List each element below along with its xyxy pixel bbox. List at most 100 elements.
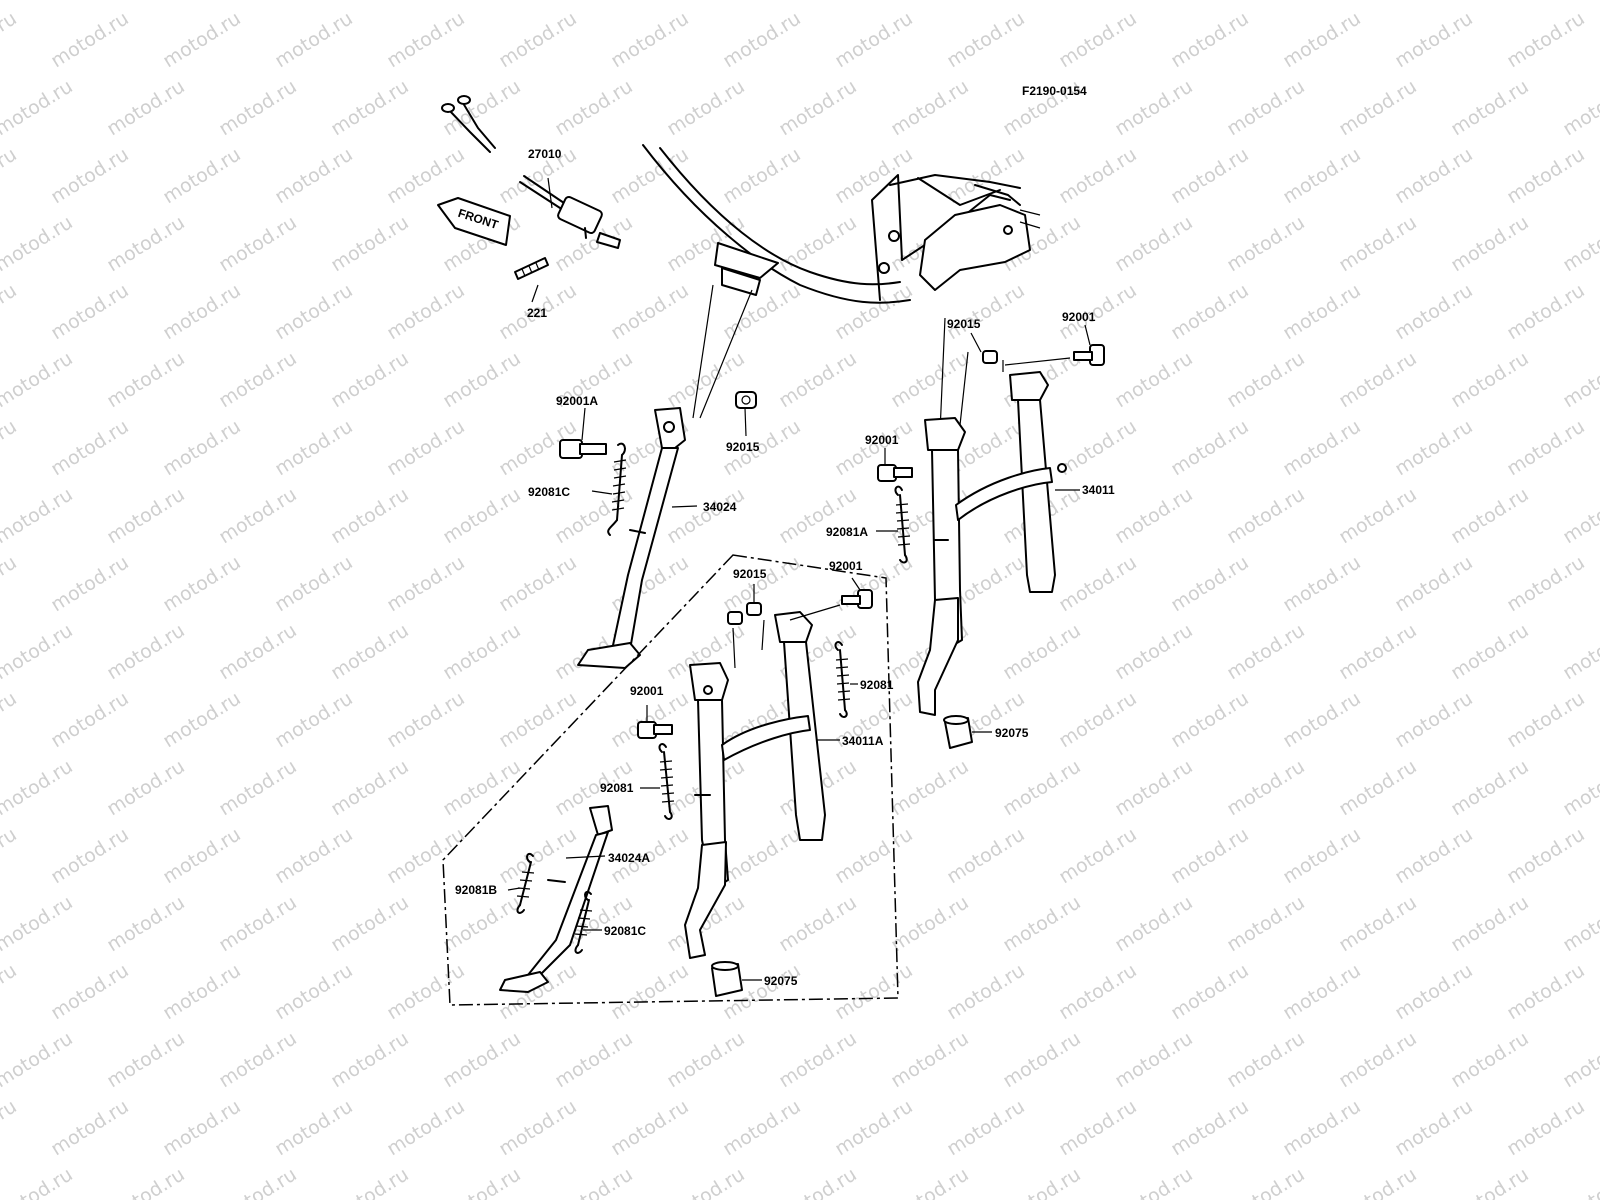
watermark-text: motod.ru: [943, 823, 1029, 888]
watermark-text: motod.ru: [607, 551, 693, 616]
watermark-text: motod.ru: [1447, 483, 1533, 548]
watermark-text: motod.ru: [103, 755, 189, 820]
watermark-text: motod.ru: [1279, 1095, 1365, 1160]
watermark-text: motod.ru: [719, 143, 805, 208]
watermark-text: motod.ru: [663, 75, 749, 140]
watermark-text: motod.ru: [1559, 347, 1600, 412]
watermark-text: motod.ru: [0, 483, 77, 548]
watermark-text: motod.ru: [159, 279, 245, 344]
watermark-text: motod.ru: [327, 755, 413, 820]
watermark-text: motod.ru: [999, 1027, 1085, 1092]
watermark-text: motod.ru: [1335, 1163, 1421, 1200]
watermark-text: motod.ru: [383, 551, 469, 616]
watermark-text: motod.ru: [999, 1163, 1085, 1200]
watermark-text: motod.ru: [215, 619, 301, 684]
watermark-text: motod.ru: [495, 7, 581, 72]
watermark-text: motod.ru: [271, 823, 357, 888]
watermark-text: motod.ru: [1055, 415, 1141, 480]
watermark-text: motod.ru: [1503, 415, 1589, 480]
watermark-text: motod.ru: [887, 75, 973, 140]
watermark-text: motod.ru: [1279, 823, 1365, 888]
nut-92015-icon: [735, 391, 757, 409]
watermark-text: motod.ru: [1335, 0, 1421, 4]
watermark-text: motod.ru: [327, 75, 413, 140]
watermark-text: motod.ru: [1447, 75, 1533, 140]
explode-line: [732, 604, 841, 669]
watermark-text: motod.ru: [775, 75, 861, 140]
label-34024A: 34024A: [608, 851, 650, 865]
watermark-text: motod.ru: [1559, 891, 1600, 956]
watermark-text: motod.ru: [327, 211, 413, 276]
watermark-text: motod.ru: [383, 1095, 469, 1160]
label-221: 221: [527, 306, 547, 320]
watermark-text: motod.ru: [103, 1163, 189, 1200]
watermark-text: motod.ru: [1503, 823, 1589, 888]
spring-92081A-icon: [894, 485, 911, 564]
watermark-text: motod.ru: [663, 1027, 749, 1092]
watermark-text: motod.ru: [383, 415, 469, 480]
watermark-text: motod.ru: [1391, 823, 1477, 888]
watermark-text: motod.ru: [0, 891, 77, 956]
watermark-text: motod.ru: [719, 7, 805, 72]
watermark-text: motod.ru: [1055, 143, 1141, 208]
watermark-text: motod.ru: [271, 687, 357, 752]
watermark-text: motod.ru: [831, 1095, 917, 1160]
watermark-text: motod.ru: [887, 891, 973, 956]
watermark-text: motod.ru: [607, 959, 693, 1024]
label-92001: 92001: [630, 684, 664, 698]
watermark-text: motod.ru: [663, 0, 749, 4]
watermark-text: motod.ru: [719, 1095, 805, 1160]
watermark-text: motod.ru: [271, 279, 357, 344]
label-92081: 92081: [600, 781, 634, 795]
watermark-text: motod.ru: [1391, 959, 1477, 1024]
watermark-text: motod.ru: [1335, 619, 1421, 684]
watermark-text: motod.ru: [383, 687, 469, 752]
watermark-text: motod.ru: [439, 347, 525, 412]
watermark-text: motod.ru: [943, 279, 1029, 344]
watermark-text: motod.ru: [0, 755, 77, 820]
watermark-text: motod.ru: [159, 143, 245, 208]
rubber-92075-icon: [943, 715, 973, 749]
watermark-text: motod.ru: [327, 619, 413, 684]
label-34024: 34024: [703, 500, 737, 514]
watermark-text: motod.ru: [103, 347, 189, 412]
watermark-text: motod.ru: [1391, 415, 1477, 480]
watermark-text: motod.ru: [1503, 279, 1589, 344]
watermark-text: motod.ru: [1503, 959, 1589, 1024]
watermark-text: motod.ru: [1111, 891, 1197, 956]
watermark-text: motod.ru: [439, 483, 525, 548]
watermark-text: motod.ru: [1503, 1095, 1589, 1160]
watermark-text: motod.ru: [1447, 619, 1533, 684]
front-arrow-icon: FRONT: [437, 197, 511, 246]
watermark-text: motod.ru: [103, 619, 189, 684]
watermark-text: motod.ru: [1391, 1095, 1477, 1160]
watermark-text: motod.ru: [887, 347, 973, 412]
watermark-text: motod.ru: [1559, 483, 1600, 548]
watermark-text: motod.ru: [1335, 755, 1421, 820]
watermark-text: motod.ru: [1167, 687, 1253, 752]
watermark-text: motod.ru: [47, 415, 133, 480]
watermark-text: motod.ru: [551, 1027, 637, 1092]
watermark-text: motod.ru: [663, 1163, 749, 1200]
label-92075: 92075: [995, 726, 1029, 740]
part-labels: 27010 221 92001A 92015 92081C 34024 9201…: [455, 147, 1115, 988]
watermark-text: motod.ru: [0, 619, 77, 684]
watermark-text: motod.ru: [1447, 347, 1533, 412]
watermark-text: motod.ru: [0, 1163, 77, 1200]
watermark-text: motod.ru: [719, 279, 805, 344]
watermark-text: motod.ru: [215, 1163, 301, 1200]
watermark-text: motod.ru: [1055, 823, 1141, 888]
watermark-text: motod.ru: [439, 0, 525, 4]
watermark-text: motod.ru: [0, 823, 21, 888]
watermark-text: motod.ru: [551, 0, 637, 4]
watermark-text: motod.ru: [327, 0, 413, 4]
watermark-text: motod.ru: [159, 959, 245, 1024]
watermark-text: motod.ru: [887, 1027, 973, 1092]
watermark-text: motod.ru: [999, 619, 1085, 684]
watermark-text: motod.ru: [1335, 891, 1421, 956]
label-92081A: 92081A: [826, 525, 868, 539]
watermark-text: motod.ru: [495, 551, 581, 616]
watermark-text: motod.ru: [0, 1095, 21, 1160]
watermark-text: motod.ru: [1111, 1163, 1197, 1200]
watermark-text: motod.ru: [1223, 347, 1309, 412]
